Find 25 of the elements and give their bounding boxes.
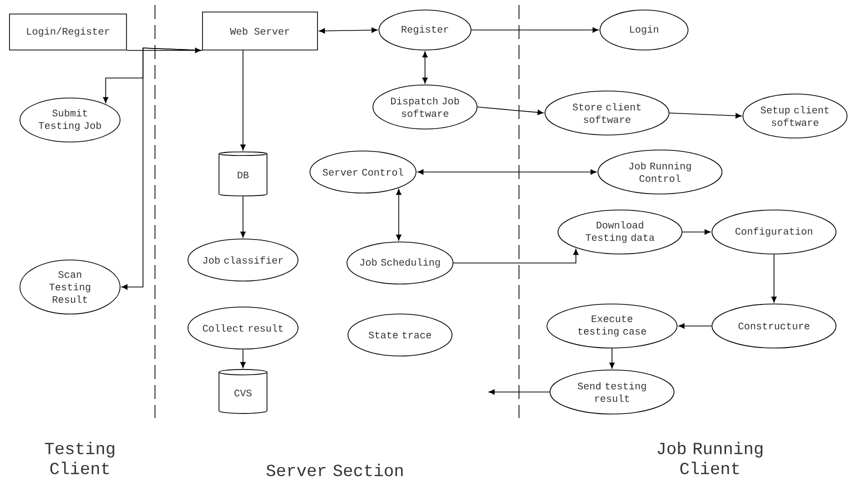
database-cylinder: DB: [218, 152, 268, 196]
arrow: [240, 50, 246, 150]
arrow: [122, 48, 202, 290]
arrow: [678, 323, 712, 329]
arrow: [418, 169, 597, 175]
arrow: [240, 196, 246, 238]
arrow: [318, 27, 378, 34]
arrow: [669, 112, 742, 118]
arrow: [682, 229, 711, 235]
arrow: [609, 348, 615, 369]
process-box: Web Server: [202, 12, 318, 50]
arrow: [771, 254, 777, 303]
database-cylinder: CVS: [218, 369, 268, 414]
arrow: [471, 27, 599, 33]
arrow: [126, 48, 202, 54]
section-label: Testing Client: [44, 442, 114, 474]
arrow: [240, 349, 246, 368]
process-box: Login/Register: [9, 14, 127, 50]
arrow: [422, 51, 428, 84]
arrow: [477, 106, 544, 116]
arrow: [453, 248, 579, 264]
section-label: Job Running Client: [658, 442, 762, 474]
section-label: Server Section: [266, 464, 403, 476]
arrow: [396, 188, 402, 241]
arrow: [488, 389, 550, 395]
